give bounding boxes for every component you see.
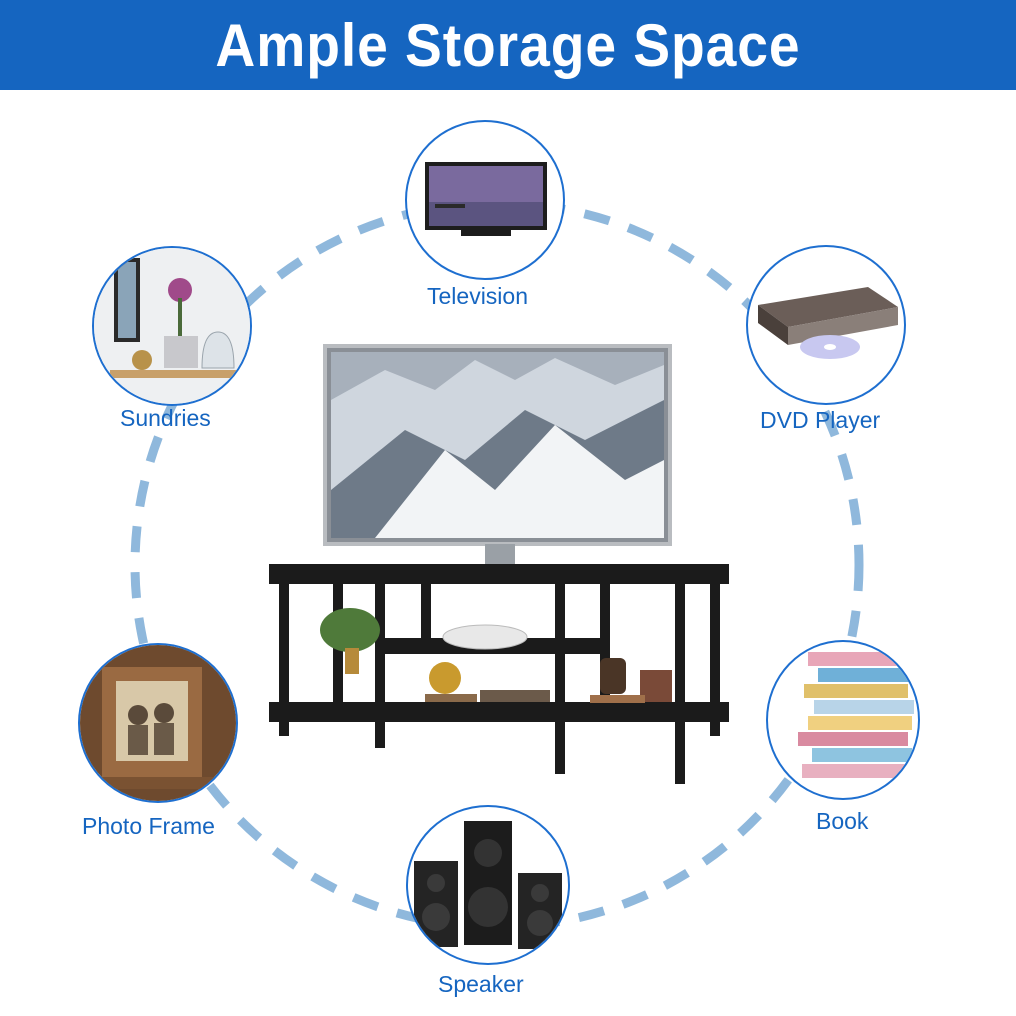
book-label: Book <box>816 808 869 834</box>
book-stack-icon <box>798 652 914 778</box>
sundries-label: Sundries <box>120 405 211 431</box>
dvd-player-label: DVD Player <box>760 407 881 433</box>
dvd-player-icon <box>758 287 898 359</box>
photo-frame-icon <box>80 645 236 801</box>
speaker-icon <box>414 821 562 949</box>
television-label: Television <box>427 283 528 309</box>
tv-stand-image <box>255 340 755 800</box>
title-banner: Ample Storage Space <box>0 0 1016 90</box>
page-title: Ample Storage Space <box>215 11 801 79</box>
sundries-icon <box>94 248 250 404</box>
tv-stand-illustration <box>269 344 729 784</box>
speaker-label: Speaker <box>438 971 524 997</box>
television-icon <box>425 162 547 236</box>
photo-frame-label: Photo Frame <box>82 813 215 839</box>
